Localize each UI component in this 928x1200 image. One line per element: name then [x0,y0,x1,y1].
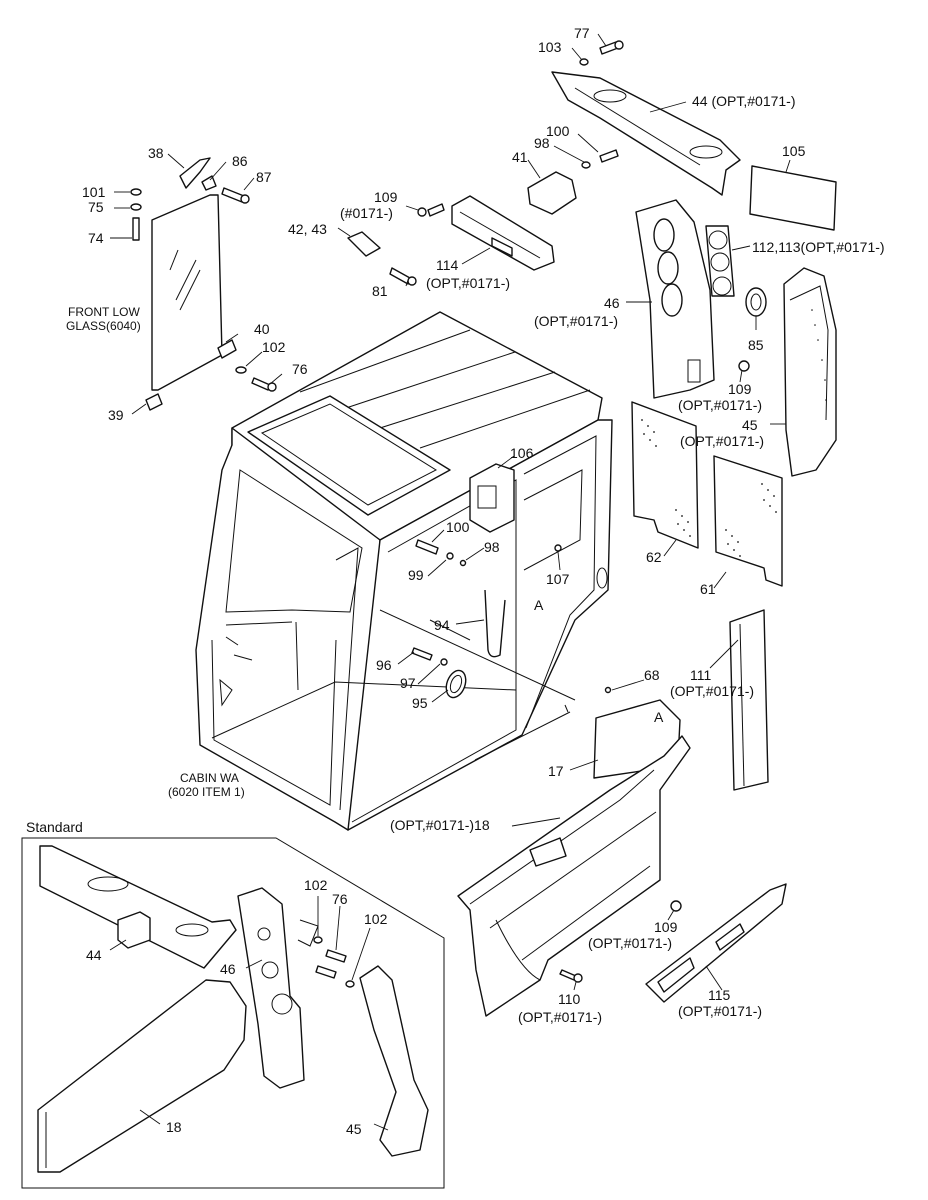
label-81: 81 [372,283,388,299]
label-95: 95 [412,695,428,711]
label-109-mid-opt: (OPT,#0171-) [678,397,762,413]
part-45-panel [783,267,837,477]
label-74: 74 [88,230,104,246]
label-A2: A [654,709,664,725]
part-61-pad [713,455,783,587]
label-front-low: FRONT LOW [68,305,140,319]
label-0171: (#0171-) [340,205,393,221]
part-18-console-opt [457,686,691,1017]
part-62-pad [631,401,699,549]
label-109-mid: 109 [728,381,752,397]
label-110: 110 [558,991,581,1007]
label-46: 46 [604,295,620,311]
label-18-opt: (OPT,#0171-)18 [390,817,490,833]
label-18-std: 18 [166,1119,182,1135]
label-cabin-wa: CABIN WA [180,771,239,785]
part-44-cover [527,40,837,231]
label-109-bottom: 109 [654,919,678,935]
label-62: 62 [646,549,662,565]
label-77: 77 [574,25,590,41]
label-38: 38 [148,145,164,161]
label-99: 99 [408,567,424,583]
label-42-43: 42, 43 [288,221,327,237]
label-111: 111 [690,667,711,683]
label-110-opt: (OPT,#0171-) [518,1009,602,1025]
label-115: 115 [708,987,731,1003]
standard-inset [21,837,445,1189]
label-111-opt: (OPT,#0171-) [670,683,754,699]
leader-lines [109,33,791,1131]
label-17: 17 [548,763,564,779]
label-86: 86 [232,153,248,169]
label-96: 96 [376,657,392,673]
label-45-std: 45 [346,1121,362,1137]
label-68: 68 [644,667,660,683]
label-103: 103 [538,39,562,55]
label-100-mid: 100 [446,519,470,535]
label-46-std: 46 [220,961,236,977]
label-102-std-a: 102 [304,877,328,893]
label-98-mid: 98 [484,539,500,555]
label-46-opt: (OPT,#0171-) [534,313,618,329]
label-109-bottom-opt: (OPT,#0171-) [588,935,672,951]
label-44-std: 44 [86,947,102,963]
label-85: 85 [748,337,764,353]
cabin-assembly [195,311,613,831]
label-115-opt: (OPT,#0171-) [678,1003,762,1019]
part-111-strip [729,609,769,791]
label-114: 114 [436,257,459,273]
label-94: 94 [434,617,450,633]
label-105: 105 [782,143,806,159]
label-114-opt: (OPT,#0171-) [426,275,510,291]
label-98-top: 98 [534,135,550,151]
part-46-pillar [635,199,767,399]
part-114-tray [347,195,555,286]
label-112-113: 112,113(OPT,#0171-) [752,239,885,255]
label-109-top: 109 [374,189,398,205]
label-87: 87 [256,169,272,185]
callout-labels: 77 103 44 (OPT,#0171-) 100 98 41 105 38 … [26,25,885,1137]
label-75: 75 [88,199,104,215]
label-106: 106 [510,445,534,461]
label-45-opt: (OPT,#0171-) [680,433,764,449]
label-102: 102 [262,339,286,355]
label-101: 101 [82,184,106,200]
label-standard: Standard [26,819,83,835]
label-44-opt: 44 (OPT,#0171-) [692,93,796,109]
label-cabin-item: (6020 ITEM 1) [168,785,245,799]
label-100-top: 100 [546,123,570,139]
label-97: 97 [400,675,416,691]
label-40: 40 [254,321,270,337]
label-41: 41 [512,149,528,165]
label-107: 107 [546,571,570,587]
part-115-trim [645,883,787,1003]
label-102-std-b: 102 [364,911,388,927]
label-39: 39 [108,407,124,423]
front-low-glass [130,157,277,411]
label-45: 45 [742,417,758,433]
label-A1: A [534,597,544,613]
label-76: 76 [292,361,308,377]
label-front-low-glass: GLASS(6040) [66,319,141,333]
label-61: 61 [700,581,716,597]
label-76-std: 76 [332,891,348,907]
